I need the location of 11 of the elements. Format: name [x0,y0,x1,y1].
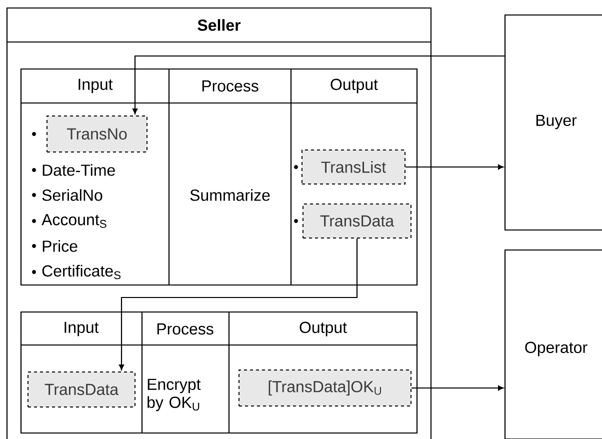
arrow [132,55,505,114]
data-box: TransData [302,204,412,238]
data-box: TransData [28,372,136,408]
arrow [412,385,504,391]
arrow [406,164,504,170]
party-box: Buyer [504,14,602,231]
data-box: TransNo [46,116,148,152]
party-box: Operator [504,249,602,439]
arrow [118,238,358,370]
data-box: TransList [302,150,406,184]
data-box: [TransData]OK$_{U}$ [238,370,412,406]
